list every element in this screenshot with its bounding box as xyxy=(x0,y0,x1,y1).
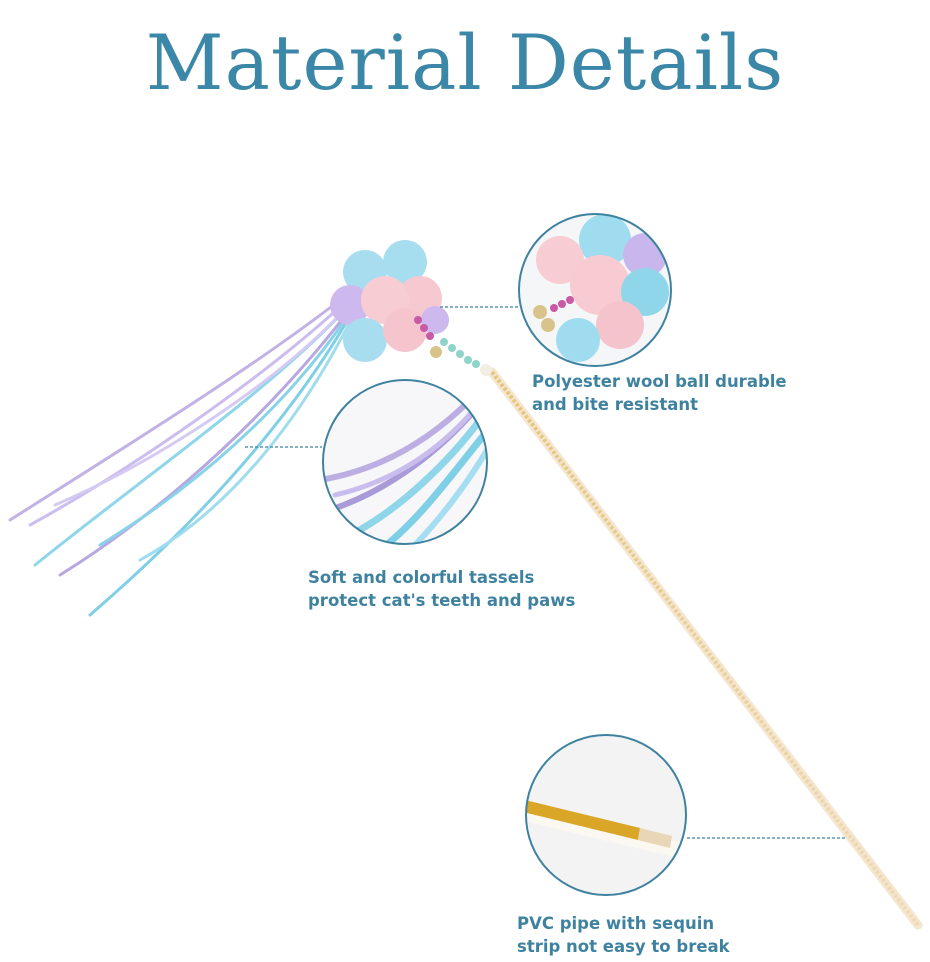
ball-zoom-circle xyxy=(518,213,672,367)
tassels xyxy=(8,298,354,617)
ball-callout-text: Polyester wool ball durable and bite res… xyxy=(532,370,787,416)
pipe-zoom-circle xyxy=(525,734,687,896)
pipe-callout-line1: PVC pipe with sequin xyxy=(517,914,715,933)
tassel-callout-line1: Soft and colorful tassels xyxy=(308,568,535,587)
tassel-zoom-circle xyxy=(322,379,488,545)
pipe-callout-line2: strip not easy to break xyxy=(517,937,730,956)
pipe-callout-text: PVC pipe with sequin strip not easy to b… xyxy=(517,912,730,958)
ball-callout-line1: Polyester wool ball durable xyxy=(532,372,787,391)
tassel-callout-line2: protect cat's teeth and paws xyxy=(308,591,576,610)
ball-callout-line2: and bite resistant xyxy=(532,395,699,414)
pompom-ball xyxy=(330,240,492,376)
page-title: Material Details xyxy=(145,18,785,107)
tassel-callout-text: Soft and colorful tassels protect cat's … xyxy=(308,566,575,612)
sequin-stick xyxy=(487,367,923,930)
